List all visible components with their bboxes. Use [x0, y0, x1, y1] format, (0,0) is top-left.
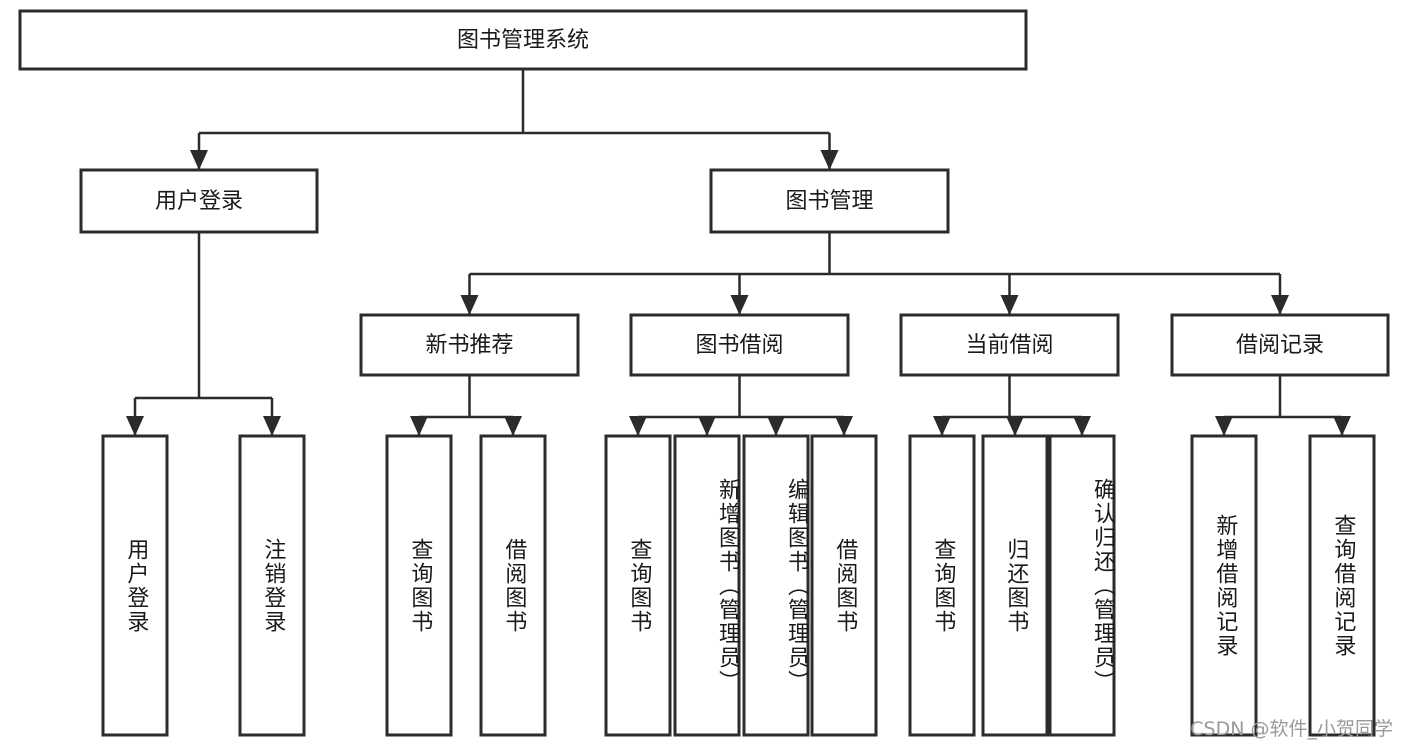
node-box-leaf-add-book-admin[interactable] [673, 434, 741, 737]
node-box-book-manage[interactable] [709, 168, 950, 234]
node-box-leaf-confirm-return[interactable] [1048, 434, 1116, 737]
arrow-head-icon [698, 416, 716, 436]
node-box-current-borrow[interactable] [899, 313, 1120, 377]
node-label-current-borrow: 当前借阅 [965, 333, 1053, 358]
node-label-new-book-recommend: 新书推荐 [425, 333, 513, 358]
node-box-leaf-borrow-book-1[interactable] [479, 434, 547, 737]
node-box-leaf-query-borrow-record[interactable] [1308, 434, 1376, 737]
node-box-leaf-edit-book-admin[interactable] [742, 434, 810, 737]
arrow-head-icon [629, 416, 647, 436]
node-label-borrow-record: 借阅记录 [1236, 333, 1324, 358]
arrow-head-icon [126, 416, 144, 436]
node-label-book-manage: 图书管理 [785, 189, 873, 214]
connector-layer [126, 69, 1351, 436]
node-box-leaf-query-book-2[interactable] [604, 434, 672, 737]
arrow-head-icon [835, 416, 853, 436]
arrow-head-icon [504, 416, 522, 436]
arrow-head-icon [1271, 295, 1289, 315]
node-box-leaf-borrow-book-2[interactable] [810, 434, 878, 737]
arrow-head-icon [730, 295, 749, 315]
node-box-borrow-record[interactable] [1170, 313, 1390, 377]
node-label-title: 图书管理系统 [457, 28, 589, 53]
arrow-head-icon [1000, 295, 1019, 315]
node-box-leaf-query-book-1[interactable] [385, 434, 453, 737]
node-box-leaf-query-book-3[interactable] [908, 434, 976, 737]
arrow-head-icon [410, 416, 428, 436]
node-box-leaf-logout-login[interactable] [238, 434, 306, 737]
arrow-head-icon [1073, 416, 1091, 436]
node-box-title[interactable] [18, 9, 1028, 71]
arrow-head-icon [1006, 416, 1024, 436]
arrow-head-icon [263, 416, 281, 436]
arrow-head-icon [190, 150, 208, 170]
arrow-head-icon [767, 416, 785, 436]
node-box-leaf-user-login[interactable] [101, 434, 169, 737]
node-label-user-login: 用户登录 [155, 189, 243, 214]
watermark-text: CSDN @软件_小贺同学 [1190, 718, 1393, 740]
node-box-book-borrow[interactable] [629, 313, 850, 377]
arrow-head-icon [1333, 416, 1351, 436]
node-label-book-borrow: 图书借阅 [695, 333, 783, 358]
node-box-new-book-recommend[interactable] [359, 313, 580, 377]
node-box-leaf-add-borrow-record[interactable] [1190, 434, 1258, 737]
arrow-head-icon [820, 150, 839, 170]
arrow-head-icon [460, 295, 479, 315]
node-box-user-login[interactable] [79, 168, 319, 234]
node-box-leaf-return-book[interactable] [981, 434, 1049, 737]
arrow-head-icon [933, 416, 951, 436]
arrow-head-icon [1215, 416, 1233, 436]
